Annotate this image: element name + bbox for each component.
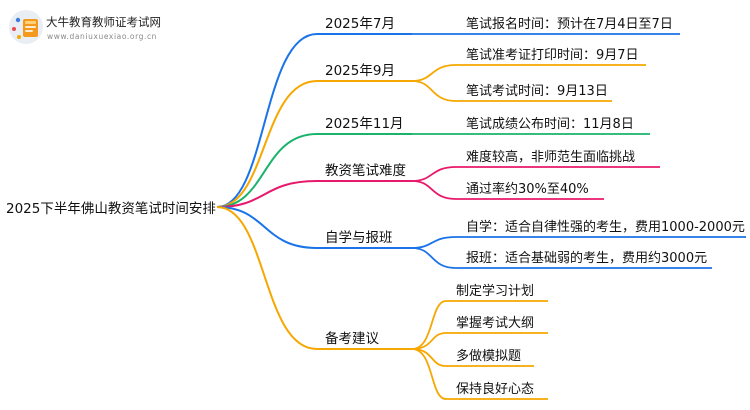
leaf-label: 掌握考试大纲 bbox=[456, 316, 534, 331]
leaf-label: 笔试准考证打印时间：9月7日 bbox=[466, 47, 639, 63]
leaf-label: 制定学习计划 bbox=[456, 283, 534, 299]
leaf-connector bbox=[411, 64, 457, 82]
logo-book-icon bbox=[9, 10, 43, 44]
logo-url: www.daniuxuexiao.org.cn bbox=[47, 32, 158, 41]
branch-connector bbox=[216, 206, 318, 350]
site-logo: 大牛教育教师证考试网 www.daniuxuexiao.org.cn bbox=[6, 7, 246, 47]
branch-label: 2025年11月 bbox=[325, 116, 404, 132]
branch-connector bbox=[216, 133, 318, 208]
branch-connector bbox=[216, 180, 318, 208]
leaf-label: 多做模拟题 bbox=[456, 348, 521, 364]
leaf-connector bbox=[411, 180, 457, 200]
leaf-label: 保持良好心态 bbox=[456, 381, 534, 397]
leaf-label: 通过率约30%至40% bbox=[466, 181, 589, 197]
branch-label: 教资笔试难度 bbox=[325, 163, 406, 179]
leaf-connector bbox=[411, 80, 457, 102]
leaf-label: 笔试报名时间：预计在7月4日至7日 bbox=[466, 16, 673, 32]
leaf-label: 难度较高，非师范生面临挑战 bbox=[466, 149, 635, 165]
leaf-connector bbox=[411, 348, 447, 367]
leaf-connector bbox=[411, 332, 447, 350]
leaf-connector bbox=[411, 300, 447, 350]
leaf-label: 笔试考试时间：9月13日 bbox=[466, 83, 608, 99]
branch-label: 备考建议 bbox=[325, 330, 379, 347]
leaf-connector bbox=[411, 247, 457, 269]
branch-label: 自学与报班 bbox=[325, 230, 393, 246]
leaf-connector bbox=[411, 166, 457, 182]
leaf-connector bbox=[411, 236, 457, 249]
leaf-label: 笔试成绩公布时间：11月8日 bbox=[466, 116, 634, 132]
leaf-label: 报班：适合基础弱的考生，费用约3000元 bbox=[466, 250, 707, 266]
leaf-label: 自学：适合自律性强的考生，费用1000-2000元 bbox=[466, 219, 745, 235]
branch-label: 2025年7月 bbox=[325, 16, 395, 32]
branch-connector bbox=[216, 33, 318, 208]
logo-title: 大牛教育教师证考试网 bbox=[46, 15, 161, 29]
branch-connector bbox=[216, 80, 318, 208]
leaf-connector bbox=[411, 348, 447, 400]
branch-label: 2025年9月 bbox=[325, 63, 395, 79]
mindmap-root-topic: 2025下半年佛山教资笔试时间安排 bbox=[6, 201, 216, 217]
branch-connector bbox=[216, 206, 318, 249]
